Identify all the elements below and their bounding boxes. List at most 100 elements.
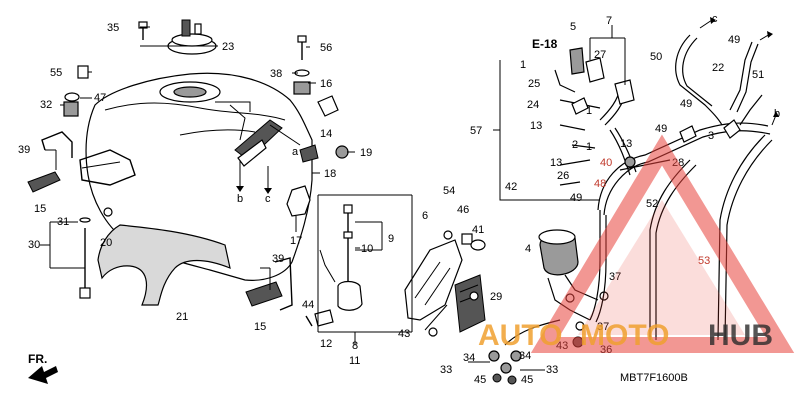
callout-49-mid: 49	[680, 98, 692, 110]
callout-41: 41	[472, 224, 484, 236]
callout-48: 48	[594, 178, 606, 190]
callout-29: 29	[490, 291, 502, 303]
section-ref: E-18	[532, 37, 558, 51]
callout-57: 57	[470, 125, 482, 137]
callout-35: 35	[107, 22, 119, 34]
callout-54: 54	[443, 185, 455, 197]
diagram-code: MBT7F1600B	[620, 372, 688, 384]
callout-39-left: 39	[18, 144, 30, 156]
watermark: AUTO MOTO HUB	[478, 134, 795, 353]
callout-6: 6	[422, 210, 428, 222]
right-mount-parts	[286, 95, 349, 217]
callout-46: 46	[457, 204, 469, 216]
callout-40: 40	[600, 157, 612, 169]
callout-18: 18	[324, 168, 336, 180]
callout-10: 10	[361, 243, 373, 255]
callout-3: 3	[708, 130, 714, 142]
callout-34-right: 34	[519, 350, 531, 362]
callout-23: 23	[222, 41, 234, 53]
letter-ref-c-hose: c	[712, 13, 718, 25]
watermark-triangle-inner-icon	[578, 200, 745, 335]
callout-4: 4	[525, 243, 531, 255]
mount-bolt-left	[79, 207, 113, 299]
callout-51: 51	[752, 69, 764, 81]
tube-group	[499, 47, 637, 201]
callout-45-left: 45	[474, 374, 486, 386]
rubber-mount-left	[27, 131, 136, 193]
callout-20: 20	[100, 237, 112, 249]
rubber-mount-right	[245, 257, 293, 311]
front-arrow-icon	[28, 366, 58, 384]
callout-15-right: 15	[254, 321, 266, 333]
callout-43-left: 43	[398, 328, 410, 340]
callout-37-top: 37	[609, 271, 621, 283]
callout-30: 30	[28, 239, 40, 251]
callout-33-right: 33	[546, 364, 558, 376]
watermark-word-moto: MOTO	[580, 319, 669, 352]
callout-39-right: 39	[272, 253, 284, 265]
callout-47: 47	[94, 92, 106, 104]
callout-25: 25	[528, 78, 540, 90]
callout-55: 55	[50, 67, 62, 79]
callout-labels: 35 23 55 47 32 39 15 31 30 20 21 56 38 1…	[18, 13, 780, 386]
callout-7: 7	[606, 15, 612, 27]
letter-ref-b-tank: b	[237, 193, 243, 205]
callout-22: 22	[712, 62, 724, 74]
callout-14: 14	[320, 128, 332, 140]
callout-12: 12	[320, 338, 332, 350]
watermark-word-hub: HUB	[708, 319, 773, 352]
breather-hoses	[675, 34, 763, 143]
callout-32: 32	[40, 99, 52, 111]
callout-27: 27	[594, 49, 606, 61]
callout-8: 8	[352, 340, 358, 352]
callout-5: 5	[570, 21, 576, 33]
callout-37-low: 37	[597, 321, 609, 333]
filler-cap	[138, 19, 217, 55]
letter-reference-markers	[236, 17, 779, 194]
callout-49-hose: 49	[655, 123, 667, 135]
callout-11: 11	[349, 355, 360, 367]
callout-1-top: 1	[520, 59, 526, 71]
callout-38: 38	[270, 68, 282, 80]
letter-ref-a: a	[292, 146, 299, 158]
callout-1-low: 1	[586, 141, 592, 153]
callout-2: 2	[572, 139, 578, 151]
callout-33-left: 33	[440, 364, 452, 376]
grommet-stack-left	[63, 65, 89, 117]
callout-50: 50	[650, 51, 662, 63]
tank-under-tray	[97, 224, 231, 306]
callout-24: 24	[527, 99, 539, 111]
callout-49-top: 49	[728, 34, 740, 46]
grommet-stack-right	[293, 35, 311, 95]
callout-13-low: 13	[550, 157, 562, 169]
callout-1-mid: 1	[586, 105, 592, 117]
callout-53: 53	[698, 255, 710, 267]
callout-26: 26	[557, 170, 569, 182]
letter-ref-c-tank: c	[265, 193, 271, 205]
callout-31: 31	[57, 216, 69, 228]
pump-bracket	[404, 230, 486, 337]
watermark-triangle-icon	[530, 134, 795, 353]
leader-lines	[40, 25, 626, 371]
callout-52: 52	[646, 198, 658, 210]
callout-16: 16	[320, 78, 332, 90]
callout-21: 21	[176, 311, 188, 323]
callout-34-left: 34	[463, 352, 475, 364]
callout-17: 17	[290, 235, 302, 247]
callout-15-left: 15	[34, 203, 46, 215]
callout-44: 44	[302, 299, 314, 311]
letter-ref-b-hose: b	[774, 108, 780, 120]
callout-19: 19	[360, 147, 372, 159]
fuel-valve	[305, 204, 363, 327]
fuel-hoses	[589, 122, 773, 341]
callout-42: 42	[505, 181, 517, 193]
callout-13-right: 13	[620, 138, 632, 150]
callout-13-top: 13	[530, 120, 542, 132]
callout-45-right: 45	[521, 374, 533, 386]
callout-9: 9	[388, 233, 394, 245]
callout-56: 56	[320, 42, 332, 54]
front-marker: FR.	[28, 352, 47, 366]
watermark-word-auto: AUTO	[478, 319, 562, 352]
callout-49-low: 49	[570, 192, 582, 204]
